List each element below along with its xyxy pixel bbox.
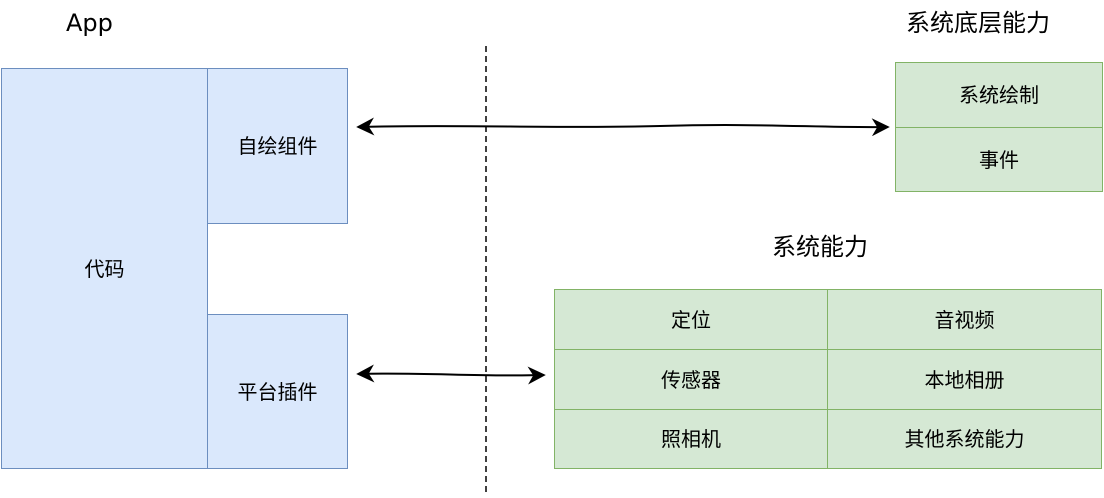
- local-album-cell: 本地相册: [827, 349, 1102, 410]
- self-draw-widget-block: 自绘组件: [207, 68, 348, 224]
- arrow-plugin-to-system-capability: [356, 364, 546, 385]
- system-capability-title: 系统能力: [772, 233, 868, 261]
- arrow-self-draw-to-system-base: [356, 117, 890, 137]
- system-draw-block: 系统绘制: [895, 62, 1103, 128]
- system-base-title: 系统底层能力: [906, 9, 1050, 37]
- app-title: App: [66, 9, 113, 37]
- location-cell: 定位: [554, 289, 828, 350]
- camera-cell: 照相机: [554, 409, 828, 469]
- platform-plugin-block: 平台插件: [207, 314, 348, 469]
- sensor-cell: 传感器: [554, 349, 828, 410]
- other-capability-cell: 其他系统能力: [827, 409, 1102, 469]
- audio-video-cell: 音视频: [827, 289, 1102, 350]
- events-block: 事件: [895, 127, 1103, 192]
- code-block: 代码: [1, 68, 208, 469]
